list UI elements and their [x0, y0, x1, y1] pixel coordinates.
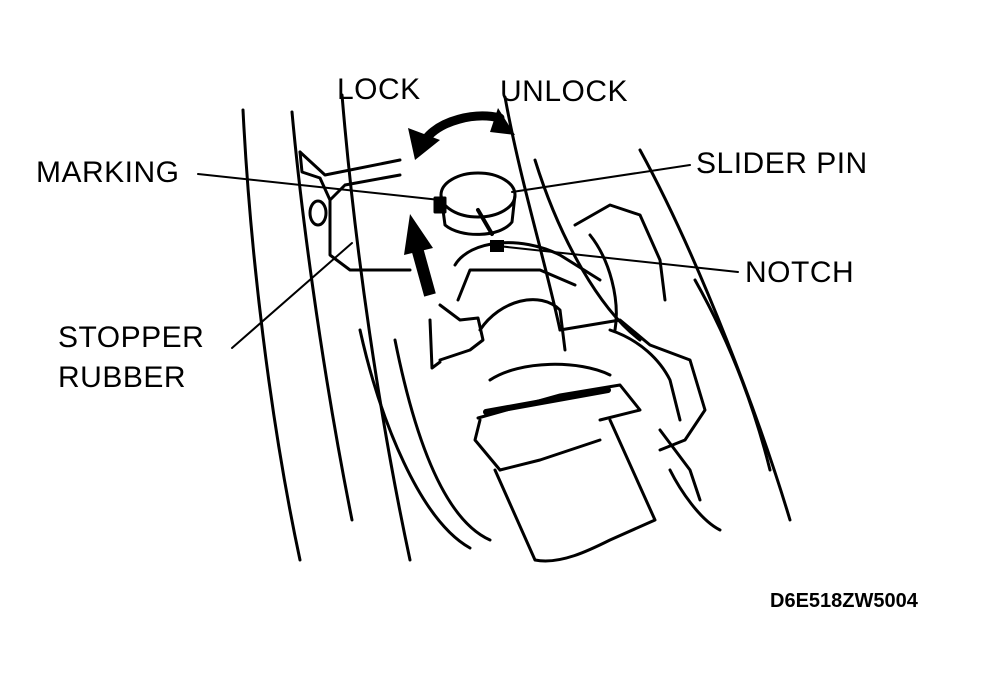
slider-pin-leader — [511, 164, 691, 193]
bracket — [298, 150, 412, 272]
notch-label: NOTCH — [745, 256, 855, 289]
rubber-label: RUBBER — [58, 361, 187, 394]
lever-assembly — [428, 203, 707, 472]
lock-unlock-arrow — [408, 108, 515, 160]
lower-shroud — [476, 383, 722, 563]
insertion-arrow — [404, 214, 436, 297]
marking-leader — [197, 173, 441, 201]
leader-lines — [197, 164, 739, 349]
stopper-label: STOPPER — [58, 321, 205, 354]
lock-label: LOCK — [337, 73, 421, 106]
unlock-label: UNLOCK — [500, 75, 629, 108]
slider-pin — [433, 171, 517, 236]
figure-code: D6E518ZW5004 — [770, 590, 918, 612]
slider-pin-label: SLIDER PIN — [696, 147, 868, 180]
column-outline — [241, 93, 792, 562]
notch-leader — [497, 245, 739, 273]
stopper-rubber-leader — [231, 242, 353, 349]
marking-label: MARKING — [36, 156, 180, 189]
